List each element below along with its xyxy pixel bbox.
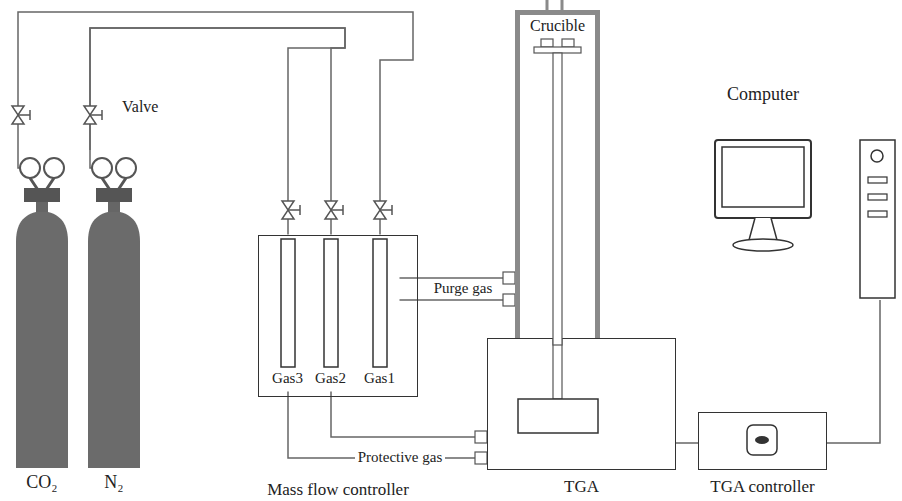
gas-line [400, 299, 516, 301]
node-label: TGA controller [710, 477, 814, 497]
crucible-holder [520, 15, 595, 343]
gas-line [331, 392, 487, 438]
flow-tube [311, 235, 351, 392]
furnace-column: Crucible [515, 10, 600, 338]
gas-ports [475, 272, 515, 464]
node-label: Computer [727, 84, 799, 105]
node-label: Gas2 [315, 370, 346, 387]
node-label: Gas1 [364, 370, 395, 387]
edge-label: Purge gas [431, 280, 495, 297]
gas-channel: Gas1 [360, 235, 400, 392]
node-label: Crucible [530, 17, 585, 35]
gas-line [676, 442, 698, 444]
tga-body: TGA [487, 338, 676, 470]
part-label: Valve [122, 98, 158, 116]
gas-cylinder [82, 150, 146, 495]
node-label: CO₂ [26, 472, 57, 493]
computer: Computer [705, 82, 898, 300]
gas-channel: Gas3 [268, 235, 308, 392]
flow-tube [268, 235, 308, 392]
computer-icon [705, 82, 898, 300]
mass-flow-controller: Mass flow controllerGas3Gas2Gas1 [258, 235, 418, 397]
node-label: Mass flow controller [267, 480, 409, 500]
tga-controller: TGA controller [698, 412, 827, 470]
node-label: N₂ [104, 472, 123, 493]
co2-cylinder: CO₂ [10, 150, 74, 495]
flow-tube [360, 235, 400, 392]
gas-line [18, 12, 413, 235]
gas-line [288, 392, 487, 459]
gas-line [827, 300, 880, 443]
gas-line [400, 277, 516, 279]
tga-balance [488, 339, 674, 468]
valve-symbols [12, 106, 392, 219]
gas-cylinder [10, 150, 74, 495]
gas-line [90, 28, 345, 235]
gas-channel: Gas2 [311, 235, 351, 392]
n2-cylinder: N₂ [82, 150, 146, 495]
node-label: Gas3 [272, 370, 303, 387]
gas-line [90, 28, 345, 235]
edge-label: Protective gas [355, 449, 446, 466]
controller-display [699, 413, 825, 468]
node-label: TGA [564, 477, 599, 497]
